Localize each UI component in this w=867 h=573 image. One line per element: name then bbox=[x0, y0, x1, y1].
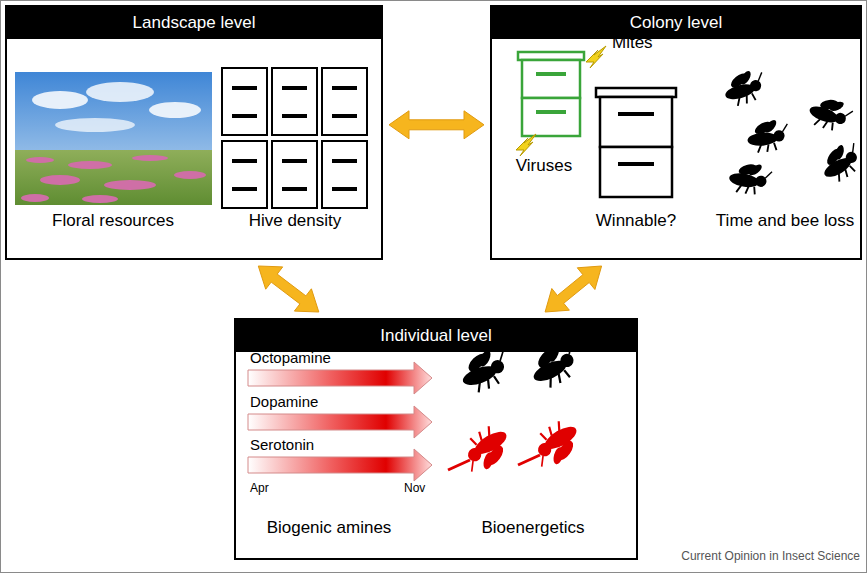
text-label: Viruses bbox=[516, 156, 572, 176]
text-label: Bioenergetics bbox=[481, 518, 584, 538]
text-label: Winnable? bbox=[596, 211, 676, 231]
lost-bees bbox=[720, 66, 867, 198]
panel-header: Individual level bbox=[236, 320, 636, 352]
stinging-bees bbox=[448, 416, 588, 479]
text-label: Nov bbox=[404, 482, 425, 496]
text-label: Biogenic amines bbox=[267, 518, 392, 538]
healthy-hive bbox=[596, 88, 676, 197]
lightning bbox=[516, 46, 606, 156]
double-arrow bbox=[389, 111, 484, 139]
text-label: Apr bbox=[250, 482, 269, 496]
hive-grid bbox=[222, 68, 367, 208]
text-label: Hive density bbox=[249, 211, 342, 231]
landscape-photo bbox=[15, 72, 212, 205]
panel-header: Colony level bbox=[492, 7, 860, 39]
double-arrow bbox=[545, 266, 602, 312]
text-label: Floral resources bbox=[52, 211, 174, 231]
text-label: Time and bee loss bbox=[716, 211, 854, 231]
seasonal-arrows bbox=[248, 362, 432, 481]
text-label: Octopamine bbox=[250, 349, 331, 366]
text-label: Dopamine bbox=[250, 393, 318, 410]
journal-credit: Current Opinion in Insect Science bbox=[681, 550, 860, 564]
infested-hive bbox=[518, 52, 584, 136]
panel-header: Landscape level bbox=[7, 7, 381, 39]
text-label: Mites bbox=[612, 33, 653, 53]
double-arrow bbox=[258, 266, 319, 312]
text-label: Serotonin bbox=[250, 436, 314, 453]
